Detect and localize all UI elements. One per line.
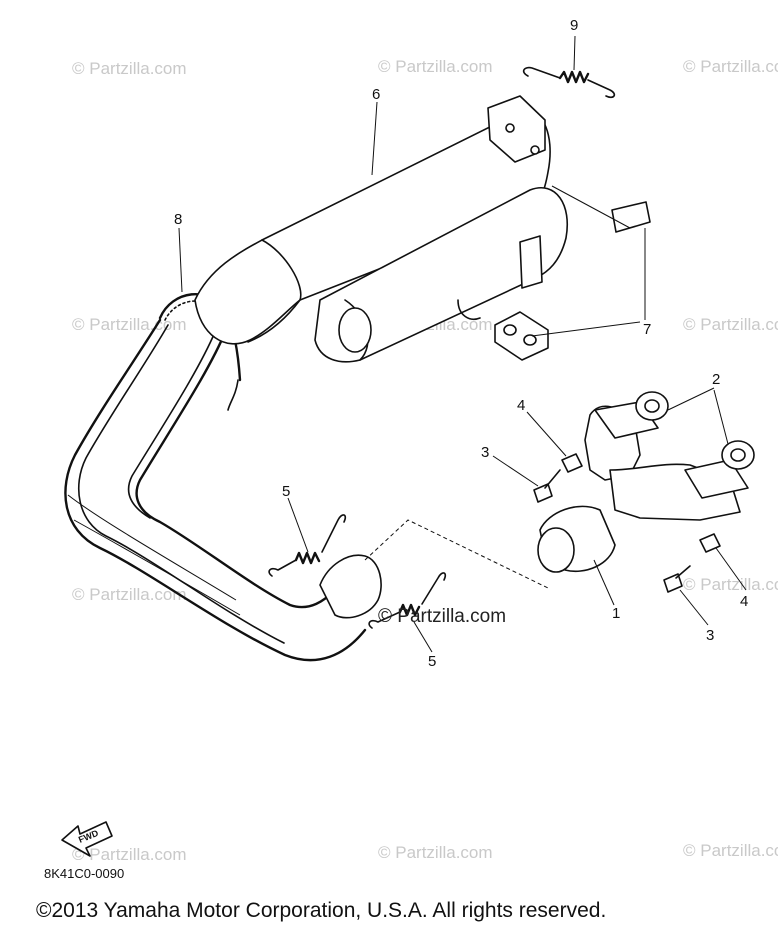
bolt-3 [663,565,691,593]
callout-2: 2 [712,371,720,388]
watermark: © Partzilla.com [72,585,187,604]
gasket-2 [635,391,755,470]
watermark: © Partzilla.com [683,841,778,860]
nut-4 [561,453,583,473]
leader-lines [178,35,747,653]
callout-1: 1 [612,605,620,622]
callout-4: 4 [740,593,748,610]
watermark: © Partzilla.com [378,843,493,862]
head-pipe-outlet [319,554,382,619]
callout-3: 3 [481,444,489,461]
bolt-3 [533,469,561,503]
muffler-6 [194,95,568,363]
watermark-center: © Partzilla.com [378,606,506,627]
watermark: © Partzilla.com [683,315,778,334]
watermark: © Partzilla.com [72,845,187,864]
fwd-arrow-icon: FWD [61,821,113,857]
watermark: © Partzilla.com [683,57,778,76]
callout-3: 3 [706,627,714,644]
exhaust-joint-1 [537,401,749,573]
callout-9: 9 [570,17,578,34]
callouts: 9 6 8 7 2 4 3 5 4 1 3 5 [174,17,748,670]
watermark: © Partzilla.com [683,575,778,594]
callout-5: 5 [282,483,290,500]
nut-4 [699,533,721,553]
callout-6: 6 [372,86,380,103]
exhaust-head-pipe [64,318,367,662]
diagram-code: 8K41C0-0090 [44,866,124,881]
watermark: © Partzilla.com [378,57,493,76]
watermark: © Partzilla.com [72,59,187,78]
callout-8: 8 [174,211,182,228]
callout-7: 7 [643,321,651,338]
callout-5: 5 [428,653,436,670]
copyright-notice: ©2013 Yamaha Motor Corporation, U.S.A. A… [36,899,606,922]
spring-5 [368,572,447,629]
damper-7 [611,201,651,233]
spring-9 [522,66,616,99]
spring-5 [268,514,347,577]
callout-4: 4 [517,397,525,414]
watermark: © Partzilla.com [72,315,187,334]
watermarks: © Partzilla.com © Partzilla.com © Partzi… [72,57,778,864]
